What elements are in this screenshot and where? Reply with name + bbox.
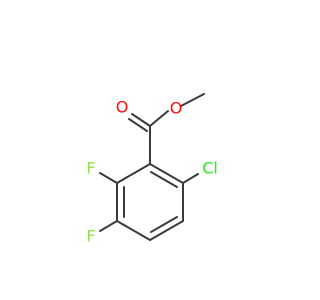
bond-layer bbox=[99, 93, 205, 241]
bond-c3-fluorine bbox=[99, 220, 118, 232]
atom-fluorine-2: F bbox=[86, 159, 95, 178]
atom-fluorine-3: F bbox=[86, 227, 95, 246]
atom-oxygen-carbonyl: O bbox=[116, 98, 129, 117]
bond-ring-c4-c5 bbox=[149, 220, 184, 241]
bond-ring-c1-c2 bbox=[116, 163, 151, 184]
bond-carbonyl-double-a bbox=[131, 113, 151, 127]
bond-ring-inner-c4-c5 bbox=[150, 216, 178, 233]
bond-oxygen-carbonyl-carbon bbox=[149, 110, 169, 127]
bond-methyl-oxygen bbox=[180, 93, 205, 107]
bond-c6-chlorine bbox=[182, 173, 199, 184]
structure-canvas: O O F F Cl bbox=[86, 93, 218, 246]
atom-label-layer: O O F F Cl bbox=[86, 98, 217, 246]
bond-ring-c6-c1 bbox=[149, 163, 184, 184]
atom-oxygen-ester: O bbox=[170, 99, 183, 118]
bond-c2-fluorine bbox=[99, 172, 118, 184]
bond-ring-inner-c1-c6 bbox=[150, 171, 178, 188]
bond-ring-c3-c4 bbox=[116, 220, 151, 241]
bond-carbonyl-double-b bbox=[128, 118, 148, 132]
atom-chlorine-6: Cl bbox=[202, 159, 218, 178]
